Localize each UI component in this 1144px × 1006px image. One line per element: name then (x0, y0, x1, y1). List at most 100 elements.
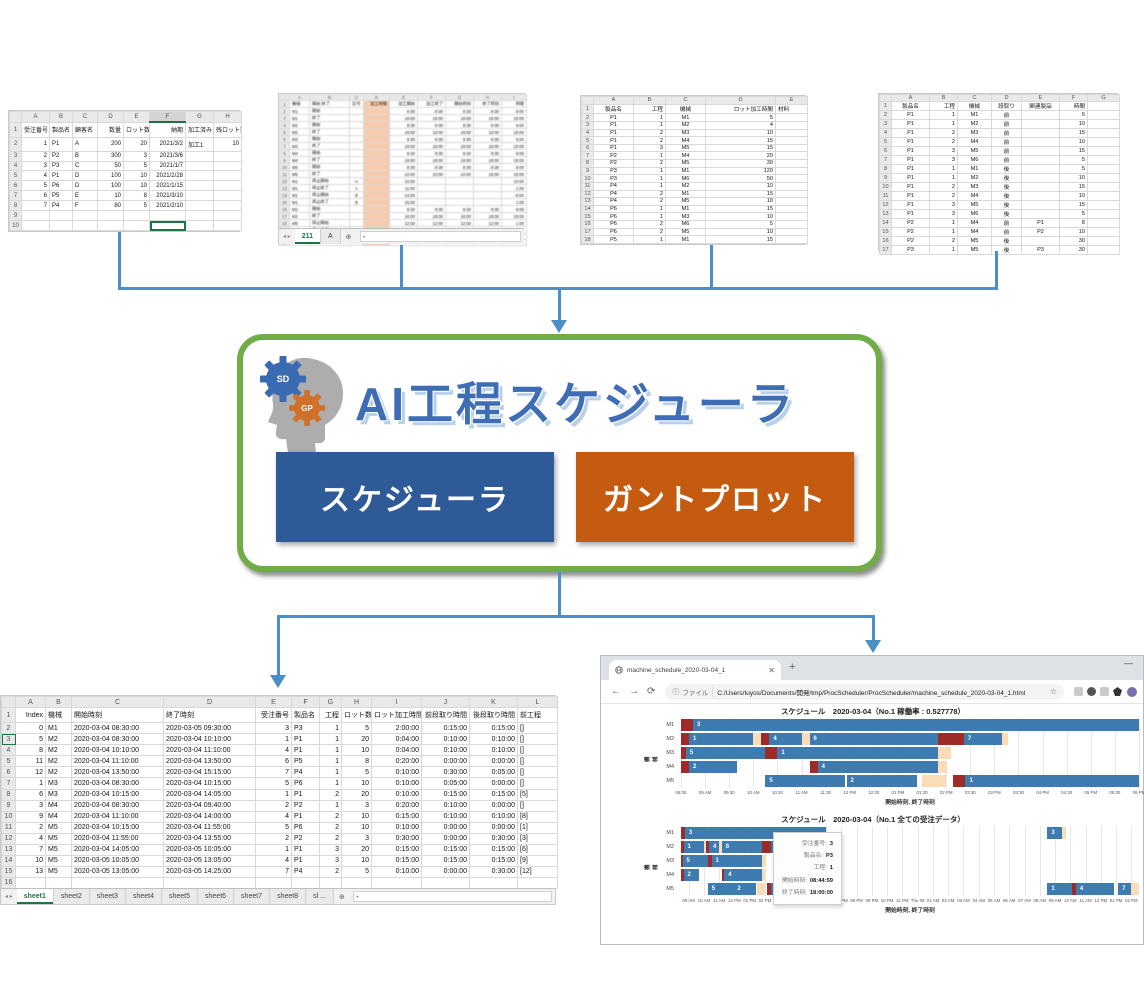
sheet-tab-sheet6[interactable]: sheet6 (198, 889, 235, 904)
cell[interactable] (21, 220, 50, 231)
row-header[interactable]: 14 (279, 191, 290, 199)
cell[interactable]: 加工済み (185, 121, 214, 138)
row-header[interactable]: 4 (879, 128, 892, 138)
cell[interactable] (1087, 119, 1120, 129)
gantt-bar[interactable]: 1 (689, 733, 754, 745)
cell[interactable]: 8 (341, 755, 372, 768)
cell[interactable]: 5 (123, 160, 150, 172)
cell[interactable]: M4 (289, 149, 310, 157)
cell[interactable]: P3 (593, 174, 634, 183)
cell[interactable]: 前 (991, 146, 1022, 156)
cell[interactable]: 15 (705, 204, 776, 214)
cell[interactable] (185, 160, 214, 172)
gantt-bar[interactable]: 7 (963, 733, 1003, 745)
cell[interactable] (213, 200, 242, 212)
cell[interactable]: 前 (991, 218, 1022, 228)
cell[interactable]: 1:00 (501, 184, 527, 192)
cell[interactable]: 受注番号 (255, 707, 292, 724)
row-header[interactable]: 12 (581, 189, 594, 199)
cell[interactable]: P5 (291, 755, 320, 768)
cell[interactable]: P1 (891, 200, 930, 210)
column-header[interactable]: G (185, 111, 214, 123)
cell[interactable]: 後 (991, 200, 1022, 210)
cell[interactable]: 1 (21, 136, 50, 152)
column-header[interactable]: D (705, 96, 776, 105)
cell[interactable]: 1 (633, 204, 666, 214)
column-header[interactable]: F (149, 111, 186, 124)
column-header[interactable]: H (341, 695, 372, 709)
gantt-bar[interactable] (801, 733, 810, 745)
sheet-tab-sheet4[interactable]: sheet4 (125, 889, 162, 904)
cell[interactable]: P2 (593, 159, 634, 168)
cell[interactable]: 5 (255, 821, 292, 834)
cell[interactable]: 13 (15, 865, 46, 878)
cell[interactable]: 2 (929, 236, 958, 246)
cell[interactable]: 20 (341, 843, 372, 856)
extension-icon[interactable] (1100, 687, 1109, 696)
cell[interactable]: M1 (665, 113, 706, 122)
cell[interactable]: 1 (633, 166, 666, 176)
cell[interactable]: 6 (255, 755, 292, 768)
browser-tab[interactable]: machine_schedule_2020-03-04_1 ✕ (609, 660, 781, 680)
cell[interactable]: 9:00 (501, 135, 527, 143)
cell[interactable]: M2 (45, 766, 72, 779)
cell[interactable]: 開始 (309, 107, 350, 115)
cell[interactable]: M2 (45, 744, 72, 757)
gantt-bar[interactable] (952, 775, 966, 787)
column-header[interactable]: B (49, 111, 73, 123)
cell[interactable] (775, 235, 808, 244)
gantt-bar[interactable]: 1 (965, 775, 1139, 787)
row-header[interactable]: 10 (9, 220, 22, 231)
column-header[interactable]: D (97, 111, 124, 123)
cell[interactable]: C (72, 160, 98, 172)
cell[interactable]: 20 (341, 788, 372, 801)
cell[interactable]: 1:00 (501, 198, 527, 206)
cell[interactable] (363, 212, 390, 220)
gantt-bar[interactable] (753, 733, 762, 745)
cell[interactable]: P1 (891, 173, 930, 183)
gantt-bar[interactable] (681, 733, 690, 745)
row-header[interactable]: 14 (879, 218, 892, 228)
cell[interactable]: 10 (1059, 137, 1088, 147)
cell[interactable]: 後 (991, 164, 1022, 174)
cell[interactable]: 7 (21, 200, 50, 212)
cell[interactable]: P1 (291, 843, 320, 856)
cell[interactable]: 2 (633, 189, 666, 199)
cell[interactable]: P2 (291, 799, 320, 812)
row-header[interactable]: 7 (279, 142, 290, 150)
cell[interactable]: 18:00 (473, 128, 502, 136)
row-header[interactable]: 4 (279, 121, 290, 129)
cell[interactable] (1087, 110, 1120, 120)
cell[interactable]: 製品名 (593, 103, 634, 115)
column-header[interactable]: A (593, 96, 634, 105)
cell[interactable]: M1 (957, 164, 992, 174)
cell[interactable]: 3 (341, 832, 372, 845)
cell[interactable]: 30 (705, 159, 776, 168)
cell[interactable]: 0:00:00 (469, 821, 518, 834)
cell[interactable]: 0:10:00 (421, 744, 470, 757)
cell[interactable] (775, 166, 808, 176)
cell[interactable] (21, 210, 50, 221)
cell[interactable]: [3] (517, 832, 558, 845)
cell[interactable]: 後 (991, 173, 1022, 183)
cell[interactable] (363, 191, 390, 199)
gantt-bar[interactable]: 4 (708, 841, 720, 853)
cell[interactable] (1087, 128, 1120, 138)
cell[interactable]: 2 (255, 832, 292, 845)
cell[interactable]: 1 (319, 799, 342, 812)
horizontal-scrollbar[interactable]: ◂ (352, 891, 552, 902)
cell[interactable]: 8:30 (389, 135, 418, 143)
row-header[interactable]: 9 (1, 799, 16, 812)
column-header[interactable]: E (1021, 94, 1060, 102)
cell[interactable]: 前 (991, 110, 1022, 120)
cell[interactable]: 15 (705, 143, 776, 153)
cell[interactable]: 後段取り時間 (469, 707, 518, 724)
cell[interactable]: 2 (319, 788, 342, 801)
row-header[interactable]: 7 (1, 777, 16, 790)
column-header[interactable]: B (45, 695, 72, 709)
cell[interactable]: 18:00 (473, 142, 502, 150)
gantt-bar[interactable]: 5 (682, 855, 708, 867)
cell[interactable]: 18:00 (417, 142, 446, 150)
cell[interactable]: 2 (633, 197, 666, 206)
cell[interactable]: 3 (255, 722, 292, 735)
